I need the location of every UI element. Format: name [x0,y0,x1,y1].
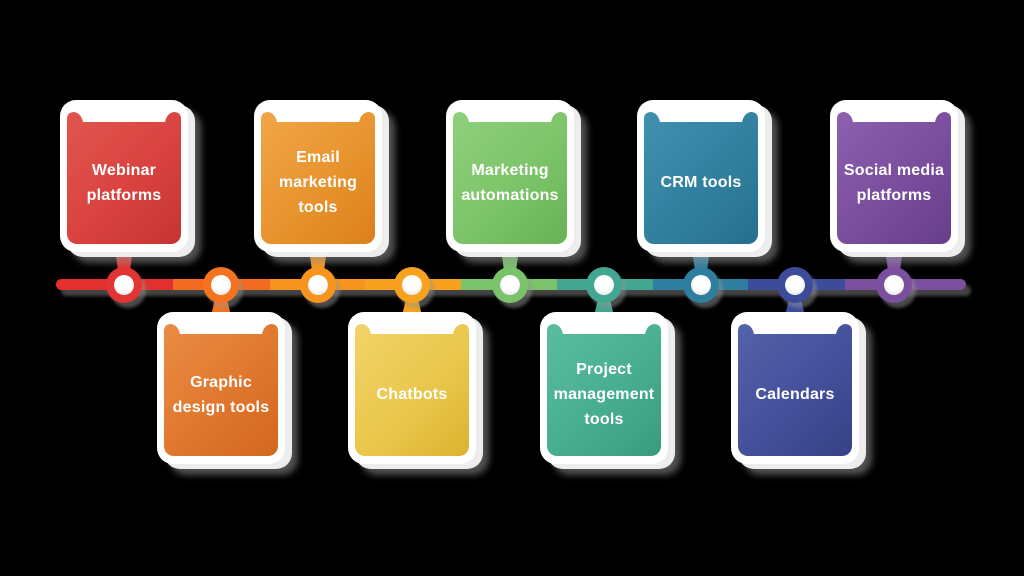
card-label-line: tools [584,411,624,428]
timeline-node [203,267,239,303]
card-label-line: Graphic [190,373,252,391]
card-social-media-platforms: Social media platforms [830,100,958,252]
card-panel [453,112,567,244]
card-label: Marketing automations [453,122,567,243]
card-label-line: Social media [843,161,945,179]
timeline-node [394,267,430,303]
card-label-line: Calendars [755,386,835,403]
card-label-line: marketing [278,174,358,191]
card-calendars: Calendars [731,312,859,464]
card-label: Chatbots [355,334,469,455]
node-core-circle [691,275,711,295]
timeline-node [300,267,336,303]
card-label-line: platforms [86,186,162,204]
card-crm-tools: CRM tools [637,100,765,252]
card-panel [738,324,852,456]
card-label: CRM tools [644,122,758,243]
timeline-node [876,267,912,303]
timeline-node [492,267,528,303]
card-label: Social media platforms [837,122,951,243]
card-label-line: tools [298,199,338,216]
timeline-node [777,267,813,303]
card-email-marketing-tools: Email marketing tools [254,100,382,252]
card-label-line: Chatbots [376,386,448,403]
node-core-circle [114,275,134,295]
card-label-line: design tools [172,398,270,416]
card-graphic-design-tools: Graphic design tools [157,312,285,464]
timeline-node [683,267,719,303]
node-core-circle [308,275,328,295]
card-project-management-tools: Project management tools [540,312,668,464]
node-core-circle [785,275,805,295]
card-label-line: Email [296,149,340,166]
card-webinar-platforms: Webinar platforms [60,100,188,252]
card-panel [355,324,469,456]
card-label: Email marketing tools [261,122,375,243]
card-panel [547,324,661,456]
node-core-circle [594,275,614,295]
card-label: Calendars [738,334,852,455]
card-label-line: automations [461,186,559,204]
card-panel [261,112,375,244]
card-marketing-automations: Marketing automations [446,100,574,252]
card-panel [644,112,758,244]
timeline-node [586,267,622,303]
node-core-circle [211,275,231,295]
card-label-line: platforms [856,186,932,204]
card-label-line: management [553,386,655,403]
card-panel [164,324,278,456]
card-label: Webinar platforms [67,122,181,243]
card-label-line: CRM tools [660,174,742,191]
timeline-node [106,267,142,303]
node-core-circle [500,275,520,295]
node-core-circle [402,275,422,295]
card-label: Graphic design tools [164,334,278,455]
card-chatbots: Chatbots [348,312,476,464]
card-label-line: Webinar [91,161,157,179]
card-label: Project management tools [547,334,661,455]
node-core-circle [884,275,904,295]
card-label-line: Marketing [471,161,549,179]
card-panel [67,112,181,244]
card-panel [837,112,951,244]
card-label-line: Project [576,361,632,378]
